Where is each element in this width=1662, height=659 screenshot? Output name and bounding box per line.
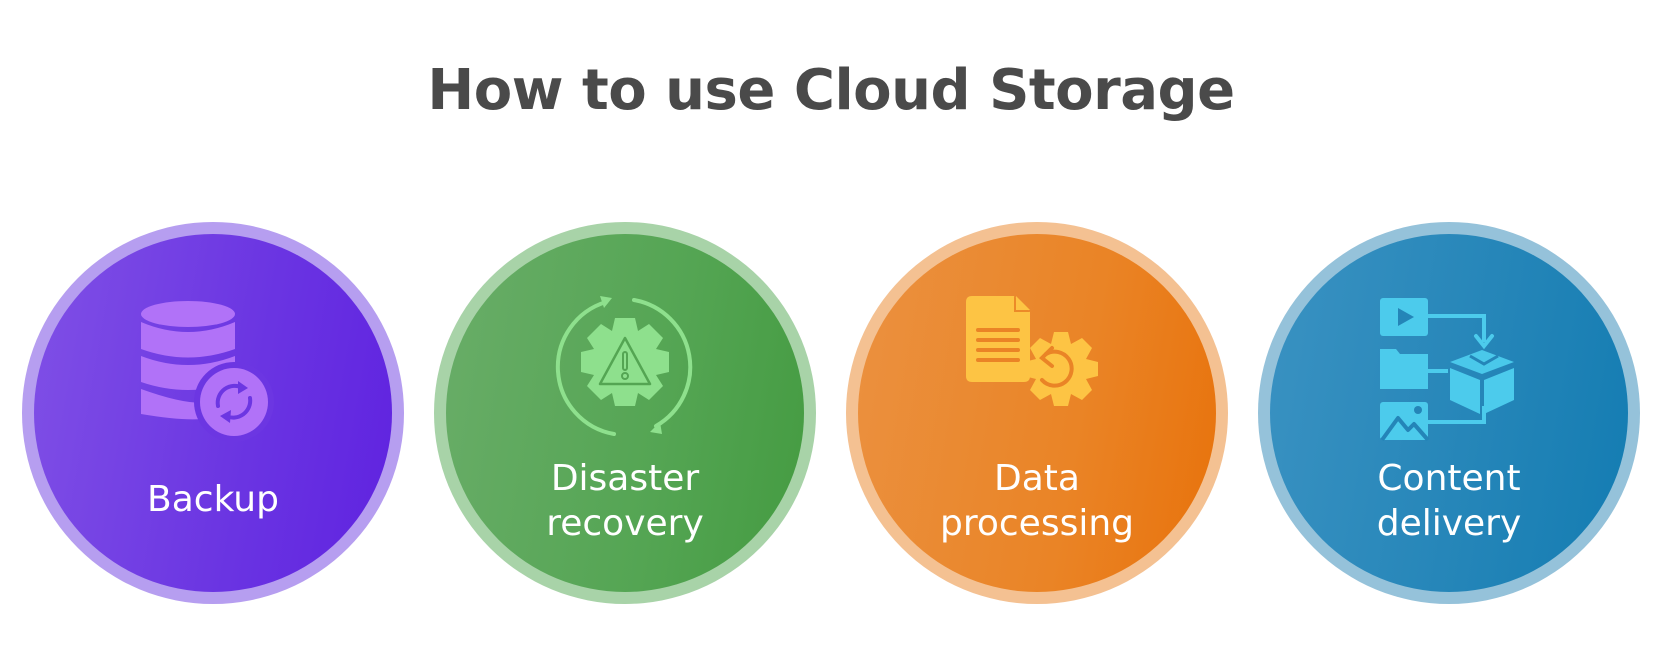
- database-sync-icon: [141, 301, 274, 442]
- page-title: How to use Cloud Storage: [427, 58, 1235, 123]
- gear-warning-cycle-icon: [555, 296, 693, 436]
- use-case-content-delivery: Content delivery: [1258, 222, 1640, 604]
- media-to-box-icon: [1380, 298, 1514, 442]
- use-case-backup: Backup: [22, 222, 404, 604]
- circle-disaster-recovery: Disaster recovery: [446, 234, 804, 592]
- use-case-disaster-recovery: Disaster recovery: [434, 222, 816, 604]
- circle-data-processing: Data processing: [858, 234, 1216, 592]
- document-gear-icon: [966, 296, 1098, 406]
- use-case-label: Data processing: [939, 458, 1134, 544]
- use-case-label: Backup: [147, 479, 279, 520]
- circle-backup: Backup: [34, 234, 392, 592]
- use-case-label: Content delivery: [1376, 458, 1522, 544]
- use-case-label: Disaster recovery: [546, 458, 704, 544]
- circle-content-delivery: Content delivery: [1270, 234, 1628, 592]
- use-case-data-processing: Data processing: [846, 222, 1228, 604]
